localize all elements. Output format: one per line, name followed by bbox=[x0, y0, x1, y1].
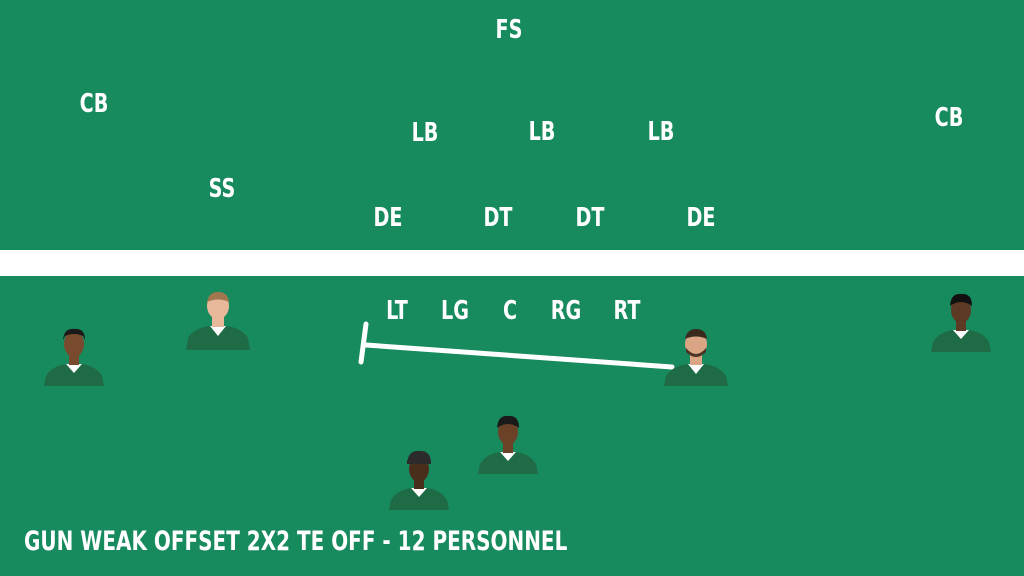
defense-de-left-label: DE bbox=[373, 203, 403, 233]
player-headshot-icon bbox=[44, 328, 104, 386]
offense-rg-label: RG bbox=[550, 296, 582, 326]
player-tight-end-left bbox=[186, 290, 250, 350]
player-tight-end-right bbox=[664, 326, 728, 386]
defense-dt-left-label: DT bbox=[483, 203, 513, 233]
player-headshot-icon bbox=[931, 293, 991, 352]
defense-lb-2-label: LB bbox=[528, 117, 556, 147]
player-headshot-icon bbox=[389, 450, 449, 510]
formation-title: GUN WEAK OFFSET 2X2 TE OFF - 12 PERSONNE… bbox=[24, 526, 568, 557]
player-headshot-icon bbox=[664, 329, 728, 386]
defense-fs-label: FS bbox=[495, 15, 523, 45]
player-headshot-icon bbox=[478, 415, 538, 474]
line-of-scrimmage bbox=[0, 250, 1024, 276]
player-quarterback bbox=[476, 414, 540, 474]
defense-ss-label: SS bbox=[208, 174, 236, 204]
player-wide-receiver-right bbox=[929, 292, 993, 352]
player-running-back bbox=[387, 450, 451, 510]
defense-lb-1-label: LB bbox=[411, 118, 439, 148]
offense-rt-label: RT bbox=[613, 296, 641, 326]
offense-lg-label: LG bbox=[441, 296, 469, 326]
player-headshot-icon bbox=[186, 292, 250, 350]
offense-c-label: C bbox=[502, 296, 518, 326]
defense-cb-right-label: CB bbox=[934, 103, 964, 133]
defense-lb-3-label: LB bbox=[647, 117, 675, 147]
player-wide-receiver-left bbox=[42, 326, 106, 386]
defense-cb-left-label: CB bbox=[79, 89, 109, 119]
defense-de-right-label: DE bbox=[686, 203, 716, 233]
defense-dt-right-label: DT bbox=[575, 203, 605, 233]
offense-lt-label: LT bbox=[386, 296, 408, 326]
